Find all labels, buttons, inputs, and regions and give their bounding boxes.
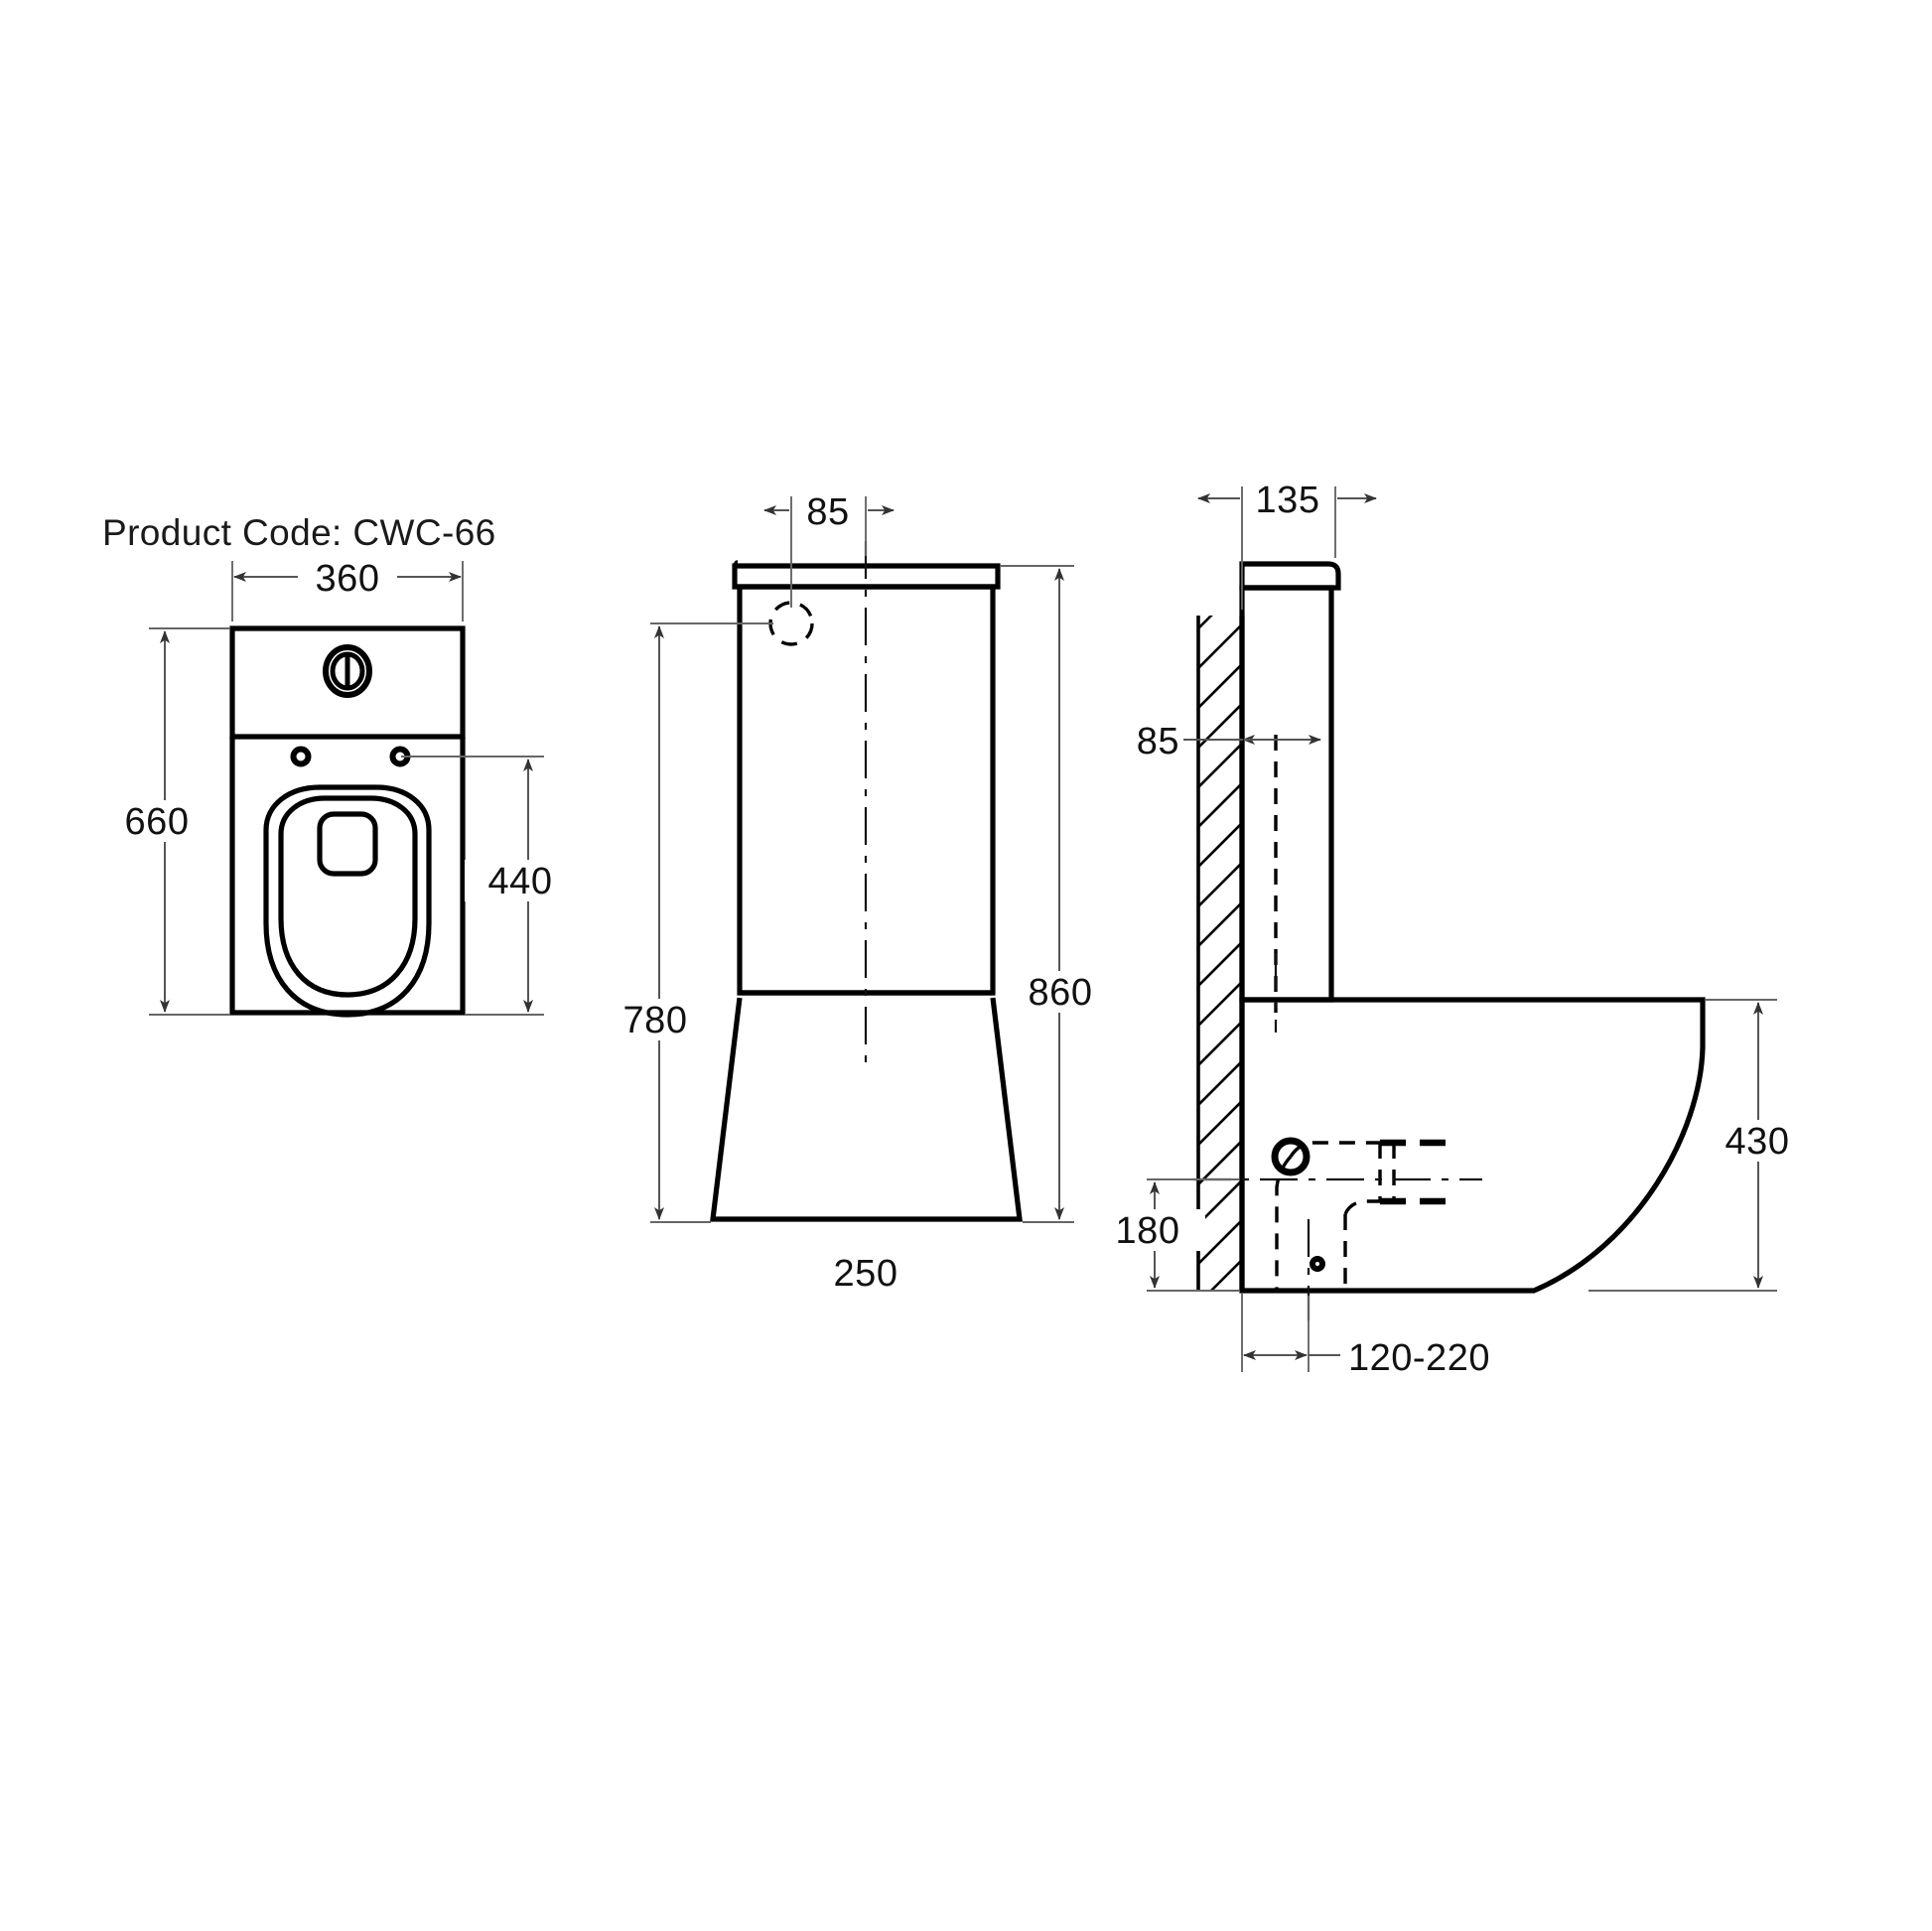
dimension-360: 360 [231,557,464,621]
section-bowl [1239,997,1706,1294]
dimension-430: 430 [1588,999,1815,1292]
dimension-360-label: 360 [316,558,380,600]
dimension-440: 440 [401,756,576,1016]
flush-button-icon[interactable] [323,644,372,698]
rear-view: 85 780 860 250 [600,491,1118,1295]
dimension-860-label: 860 [1029,972,1093,1014]
section-outlet-trap [1193,1137,1482,1320]
dimension-430-label: 430 [1725,1121,1790,1163]
dimension-85-rear-label: 85 [806,491,849,533]
dimension-120-220-label: 120-220 [1348,1337,1490,1379]
dimension-180-label: 180 [1116,1210,1180,1252]
front-seat-inner-outline [278,795,418,998]
dimension-85-section: 85 [1110,721,1321,762]
front-seat-recess [317,811,378,877]
section-view: 135 85 180 [1090,480,1815,1379]
dimension-120-220: 120-220 [1241,1294,1490,1379]
dimension-440-label: 440 [488,861,553,902]
dimension-860: 860 [1001,565,1118,1223]
dimension-660-label: 660 [125,801,190,843]
dimension-250: 250 [834,1253,898,1295]
dimension-780: 780 [600,622,773,1223]
rear-inlet-hole-icon [768,601,814,646]
dimension-660: 660 [105,627,230,1016]
front-fixing-hole-left [290,746,312,767]
front-view: 360 660 440 [105,557,576,1018]
dimension-85-section-label: 85 [1137,721,1179,762]
page-title: Product Code: CWC-66 [102,512,496,553]
dimension-780-label: 780 [623,1000,688,1041]
front-seat-outline [263,784,432,1018]
dimension-135-label: 135 [1256,480,1320,521]
rear-cistern-lid [732,560,1001,590]
section-cistern-body [1239,585,1334,1003]
dimension-180: 180 [1090,1178,1239,1292]
dimension-135: 135 [1197,480,1377,610]
dimension-85-rear: 85 [763,491,895,608]
section-cistern-lid [1239,561,1341,591]
dimension-250-label: 250 [834,1253,898,1295]
